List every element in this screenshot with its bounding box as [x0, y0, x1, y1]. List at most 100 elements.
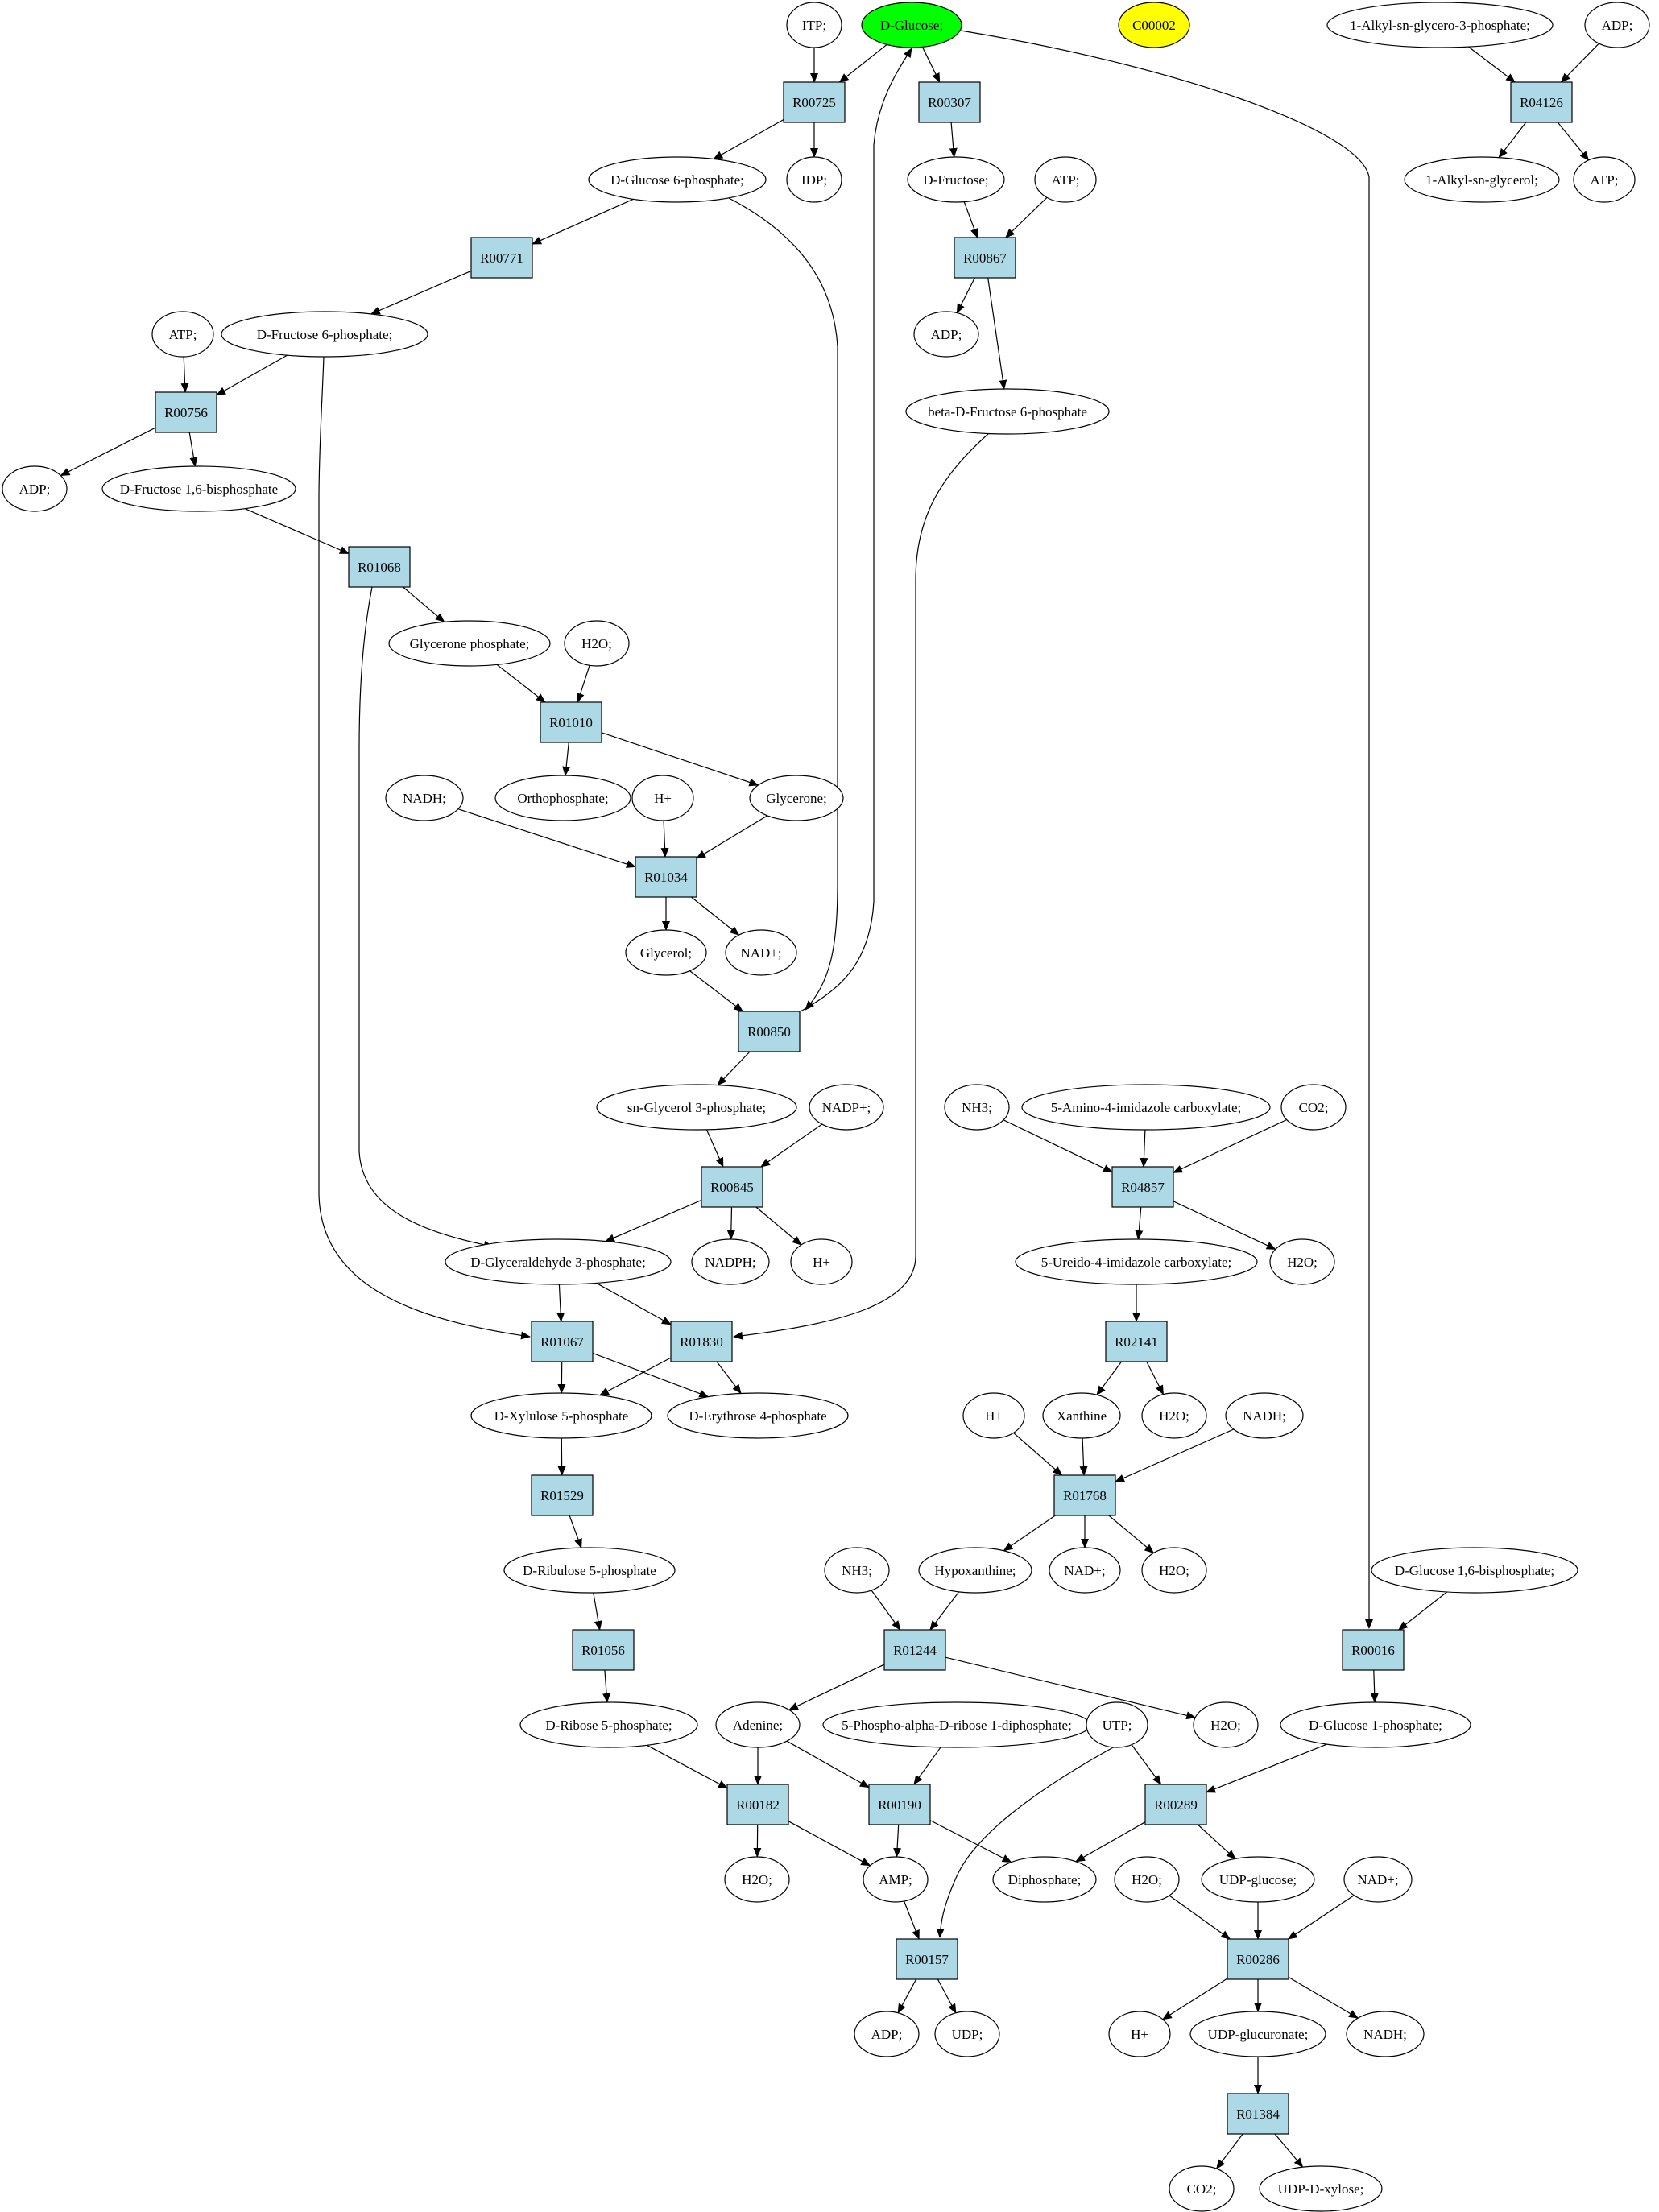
reaction-node-r00850[interactable]: R00850	[738, 1011, 801, 1052]
compound-node-utp[interactable]: UTP;	[1086, 1701, 1148, 1748]
compound-node-adp_r00867[interactable]: ADP;	[913, 311, 979, 358]
reaction-node-r00307[interactable]: R00307	[918, 81, 981, 123]
compound-node-co2_r04857[interactable]: CO2;	[1280, 1084, 1347, 1131]
reaction-node-r00286[interactable]: R00286	[1227, 1938, 1289, 1980]
reaction-node-r01768[interactable]: R01768	[1053, 1474, 1116, 1516]
compound-node-glyceronep[interactable]: Glycerone phosphate;	[388, 620, 551, 667]
compound-node-orthophosphate[interactable]: Orthophosphate;	[494, 775, 631, 821]
reaction-node-r01384[interactable]: R01384	[1227, 2093, 1289, 2135]
compound-node-udp[interactable]: UDP;	[934, 2011, 1000, 2057]
compound-node-atp_r04126[interactable]: ATP;	[1573, 156, 1636, 203]
reaction-node-r00845[interactable]: R00845	[701, 1166, 763, 1208]
compound-node-h2o_r00182[interactable]: H2O;	[724, 1856, 790, 1903]
compound-node-glycerone[interactable]: Glycerone;	[749, 775, 844, 821]
reaction-node-r00756[interactable]: R00756	[155, 391, 217, 433]
edge-dfructose-to-R00867	[963, 201, 978, 238]
compound-node-udpglucose[interactable]: UDP-glucose;	[1201, 1856, 1315, 1903]
compound-node-h2o_r04857[interactable]: H2O;	[1269, 1238, 1335, 1285]
compound-node-nadplus_r00286[interactable]: NAD+;	[1343, 1856, 1413, 1903]
edge-xanthine-to-R01768	[1079, 1437, 1088, 1476]
compound-node-dglucose[interactable]: D-Glucose;	[861, 2, 962, 48]
compound-node-adp_r00157[interactable]: ADP;	[854, 2011, 920, 2057]
compound-node-nadph[interactable]: NADPH;	[691, 1238, 770, 1285]
compound-node-atp_r00867[interactable]: ATP;	[1034, 156, 1097, 203]
edge-bdf6p-to-R01830	[733, 432, 990, 1340]
compound-node-g6p[interactable]: D-Glucose 6-phosphate;	[588, 156, 767, 203]
compound-node-adp_r04126[interactable]: ADP;	[1584, 2, 1650, 48]
compound-node-nadplus_r01034[interactable]: NAD+;	[725, 929, 797, 976]
compound-node-udpglucuronate[interactable]: UDP-glucuronate;	[1189, 2011, 1326, 2057]
compound-node-alkylglycerol[interactable]: 1-Alkyl-sn-glycerol;	[1404, 156, 1560, 203]
reaction-node-r00016[interactable]: R00016	[1342, 1629, 1405, 1671]
reaction-node-r01068[interactable]: R01068	[348, 546, 411, 588]
reaction-node-r00867[interactable]: R00867	[954, 237, 1016, 279]
compound-node-adenine[interactable]: Adenine;	[715, 1701, 801, 1748]
compound-label: D-Glucose 1,6-bisphosphate;	[1395, 1563, 1554, 1578]
reaction-node-r01067[interactable]: R01067	[531, 1321, 594, 1362]
compound-node-nadh_r01034[interactable]: NADH;	[385, 775, 464, 821]
compound-node-amp[interactable]: AMP;	[863, 1856, 929, 1903]
compound-node-c00002[interactable]: C00002	[1118, 2, 1190, 48]
compound-node-hplus_r00845[interactable]: H+	[790, 1238, 853, 1285]
compound-node-nadh_r01768[interactable]: NADH;	[1225, 1392, 1304, 1439]
compound-node-nadpplus[interactable]: NADP+;	[809, 1084, 884, 1131]
compound-shape	[1034, 156, 1097, 203]
compound-node-h2o_r01244[interactable]: H2O;	[1193, 1701, 1259, 1748]
compound-node-f16bp[interactable]: D-Fructose 1,6-bisphosphate	[101, 465, 296, 512]
compound-node-diphosphate[interactable]: Diphosphate;	[992, 1856, 1097, 1903]
compound-node-aica[interactable]: 5-Amino-4-imidazole carboxylate;	[1021, 1084, 1271, 1131]
reaction-node-r00182[interactable]: R00182	[726, 1784, 789, 1825]
reaction-node-r04126[interactable]: R04126	[1510, 81, 1573, 123]
compound-node-nadplus_r01768[interactable]: NAD+;	[1049, 1547, 1121, 1594]
reaction-node-r01010[interactable]: R01010	[540, 701, 602, 743]
compound-node-idp[interactable]: IDP;	[786, 156, 842, 203]
reaction-node-r01244[interactable]: R01244	[883, 1629, 946, 1671]
reaction-node-r04857[interactable]: R04857	[1111, 1166, 1174, 1208]
compound-node-h2o_r00286[interactable]: H2O;	[1114, 1856, 1180, 1903]
compound-node-nh3_r01244[interactable]: NH3;	[824, 1547, 890, 1594]
compound-node-h2o_r02141[interactable]: H2O;	[1141, 1392, 1207, 1439]
compound-node-atp_r00756[interactable]: ATP;	[151, 311, 214, 358]
reaction-node-r00725[interactable]: R00725	[783, 81, 846, 123]
compound-node-nadh_r00286[interactable]: NADH;	[1346, 2011, 1425, 2057]
compound-node-g1p[interactable]: D-Glucose 1-phosphate;	[1280, 1701, 1471, 1748]
compound-node-hplus_r01034[interactable]: H+	[631, 775, 694, 821]
compound-node-ru5p[interactable]: D-Ribulose 5-phosphate	[503, 1547, 676, 1594]
reaction-node-r02141[interactable]: R02141	[1105, 1321, 1168, 1362]
compound-node-hplus_r00286[interactable]: H+	[1108, 2011, 1171, 2057]
compound-node-co2_r01384[interactable]: CO2;	[1169, 2165, 1235, 2212]
reaction-node-r01034[interactable]: R01034	[635, 856, 697, 898]
compound-node-nh3_r04857[interactable]: NH3;	[944, 1084, 1010, 1131]
edge-adp_r04126-to-R04126	[1560, 43, 1599, 83]
compound-node-xu5p[interactable]: D-Xylulose 5-phosphate	[470, 1392, 652, 1439]
compound-node-alkylglycero3p[interactable]: 1-Alkyl-sn-glycero-3-phosphate;	[1326, 2, 1554, 48]
compound-node-itp[interactable]: ITP;	[786, 2, 842, 48]
compound-node-g3p[interactable]: D-Glyceraldehyde 3-phosphate;	[445, 1238, 672, 1285]
compound-node-hplus_r01768[interactable]: H+	[962, 1392, 1025, 1439]
compound-node-e4p[interactable]: D-Erythrose 4-phosphate	[667, 1392, 849, 1439]
compound-node-adp_r00756[interactable]: ADP;	[2, 465, 68, 512]
reaction-label: R00845	[710, 1180, 754, 1195]
compound-node-glycerol[interactable]: Glycerol;	[625, 929, 707, 976]
compound-node-f6p[interactable]: D-Fructose 6-phosphate;	[221, 311, 428, 358]
compound-node-h2o_r01768[interactable]: H2O;	[1141, 1547, 1207, 1594]
compound-node-prpp[interactable]: 5-Phospho-alpha-D-ribose 1-diphosphate;	[822, 1701, 1091, 1748]
compound-node-hypoxanthine[interactable]: Hypoxanthine;	[918, 1547, 1032, 1594]
reaction-node-r00289[interactable]: R00289	[1144, 1784, 1207, 1825]
compound-node-g16bp[interactable]: D-Glucose 1,6-bisphosphate;	[1371, 1547, 1578, 1594]
reaction-label: R01384	[1236, 2107, 1280, 2122]
reaction-node-r01830[interactable]: R01830	[670, 1321, 733, 1362]
reaction-node-r00771[interactable]: R00771	[470, 237, 533, 279]
compound-node-h2o_r01010[interactable]: H2O;	[564, 620, 630, 667]
reaction-node-r01529[interactable]: R01529	[531, 1474, 594, 1516]
compound-node-udpxylose[interactable]: UDP-D-xylose;	[1259, 2165, 1383, 2212]
reaction-node-r00157[interactable]: R00157	[896, 1938, 958, 1980]
compound-node-dfructose[interactable]: D-Fructose;	[907, 156, 1005, 203]
reaction-node-r01056[interactable]: R01056	[572, 1629, 635, 1671]
compound-node-r5p[interactable]: D-Ribose 5-phosphate;	[519, 1701, 698, 1748]
compound-node-snglycerol3p[interactable]: sn-Glycerol 3-phosphate;	[596, 1084, 797, 1131]
reaction-node-r00190[interactable]: R00190	[868, 1784, 931, 1825]
compound-node-bdf6p[interactable]: beta-D-Fructose 6-phosphate	[905, 388, 1110, 435]
compound-node-xanthine[interactable]: Xanthine	[1042, 1392, 1121, 1439]
compound-node-uica[interactable]: 5-Ureido-4-imidazole carboxylate;	[1015, 1238, 1258, 1285]
